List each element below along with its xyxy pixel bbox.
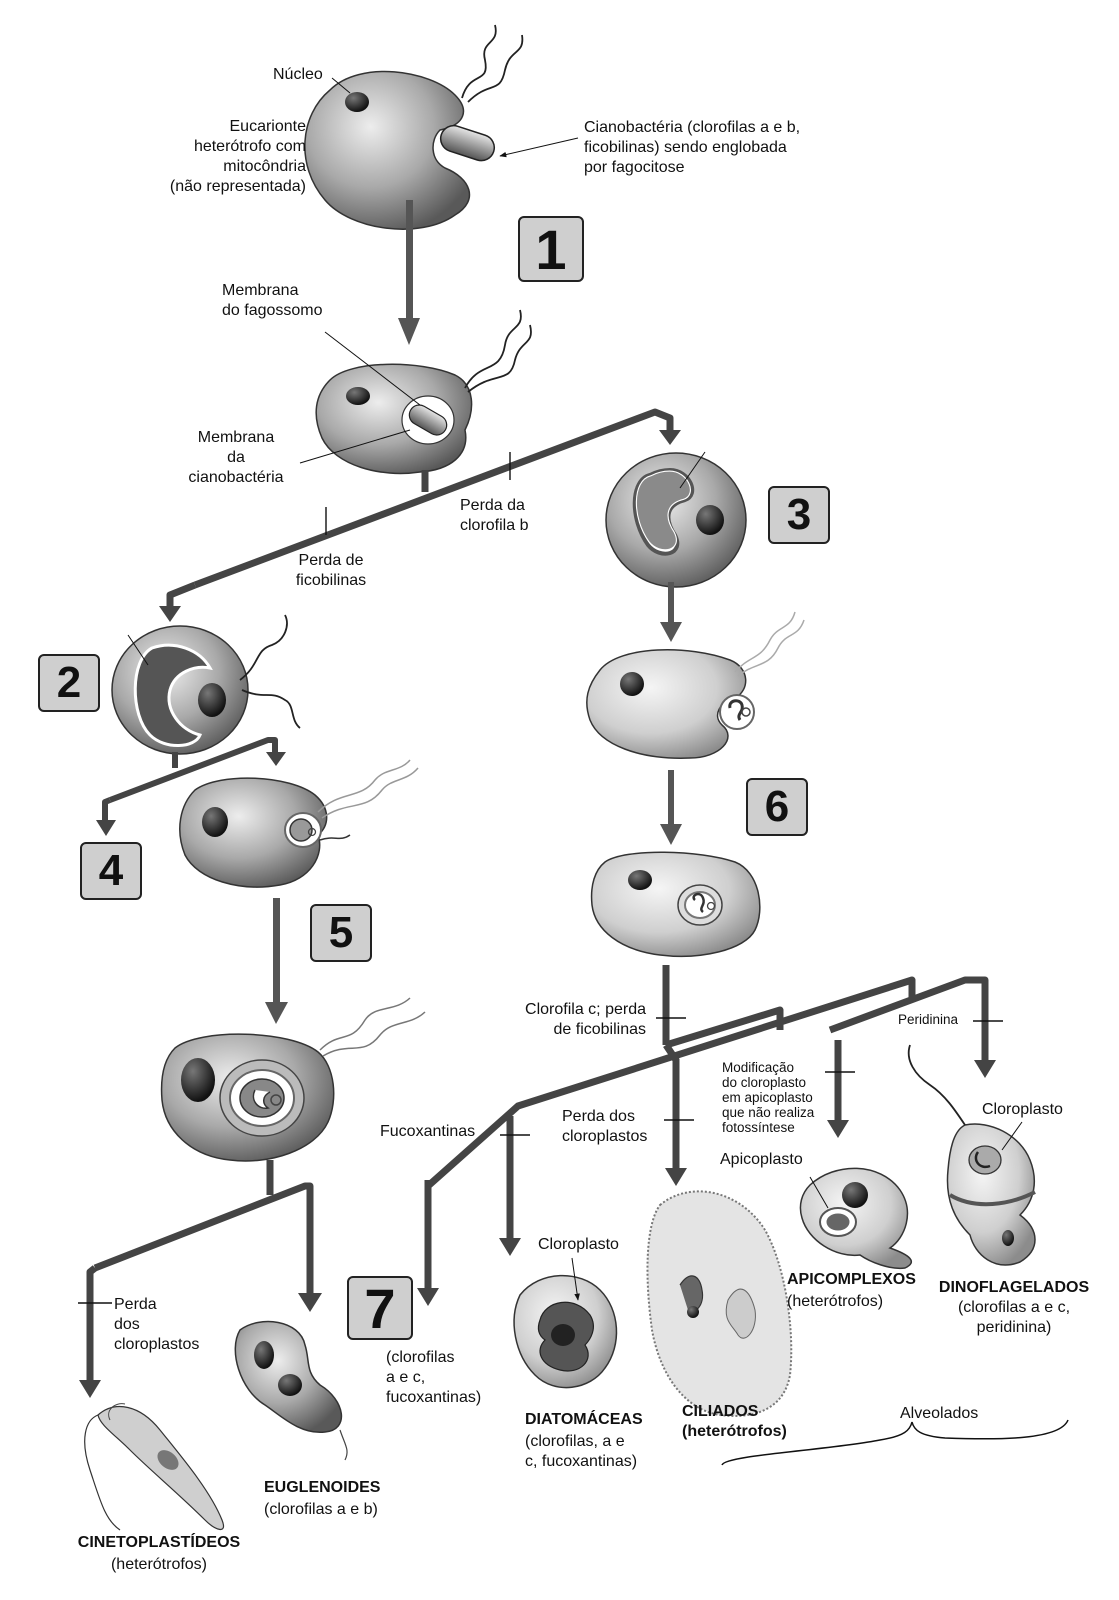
fucoxanthins-label: Fucoxantinas (380, 1123, 476, 1140)
cyanobacterium-icon (439, 124, 496, 162)
kinetoplastid-loss-label: Perda dos cloroplastos (114, 1296, 200, 1353)
peridinin-label: Peridinina (898, 1012, 959, 1027)
diatom-cell (513, 1257, 618, 1389)
apicomplexa-name: APICOMPLEXOS (787, 1271, 916, 1288)
stage-number-3: 3 (768, 486, 830, 544)
ciliates-note: (heterótrofos) (682, 1423, 787, 1440)
nucleus-label: Núcleo (273, 66, 323, 83)
cell-3b (586, 611, 805, 759)
alveolates-label: Alveolados (900, 1405, 979, 1422)
apicomplexa-note: (heterótrofos) (787, 1293, 884, 1310)
cell-6 (590, 851, 761, 958)
host-cell-1 (304, 24, 524, 230)
arrow-down-1 (398, 200, 420, 345)
kinetoplastids-name: CINETOPLASTÍDEOS (77, 1534, 241, 1551)
stage-number-5: 5 (310, 904, 372, 962)
cyanobacteria-membrane-label: Membrana da cianobactéria (188, 429, 284, 486)
loss-phycobilins-label: Perda de ficobilinas (295, 552, 367, 589)
branch-1 (166, 408, 674, 606)
euglenoid-cell (234, 1320, 348, 1461)
stage-number-2: 2 (38, 654, 100, 712)
diatoms-name: DIATOMÁCEAS (525, 1411, 643, 1428)
phagosome-membrane-label: Membrana do fagossomo (222, 282, 323, 319)
stage-number-7: 7 (347, 1276, 413, 1340)
stage-number-4: 4 (80, 842, 142, 900)
apicomplexan-cell (799, 1167, 912, 1270)
euglenoids-pigments: (clorofilas a e b) (264, 1501, 378, 1518)
nucleus-icon (345, 92, 369, 112)
cyanobacteria-label: Cianobactéria (clorofilas a e b, ficobil… (584, 119, 801, 176)
euglenoids-name: EUGLENOIDES (264, 1479, 381, 1496)
dinoflagellates-name: DINOFLAGELADOS (938, 1279, 1090, 1296)
diatoms-pigments: (clorofilas, a e c, fucoxantinas) (525, 1433, 638, 1470)
cell-3 (605, 451, 747, 588)
alveolates-brace (721, 1419, 1069, 1466)
ciliates-name: CILIADOS (682, 1403, 759, 1420)
kinetoplastid-cell (84, 1403, 225, 1531)
group-7-pigments: (clorofilas a e c, fucoxantinas) (386, 1349, 482, 1406)
dinoflagellates-pigments: (clorofilas a e c, peridinina) (957, 1299, 1071, 1336)
kinetoplastids-note: (heterótrofos) (110, 1556, 208, 1573)
cell-5 (160, 997, 426, 1162)
diatom-chloroplast-label: Cloroplasto (538, 1236, 619, 1253)
apicoplast-modification-label: Modificação do cloroplasto em apicoplast… (722, 1060, 815, 1135)
loss-chloroplasts-label: Perda dos cloroplastos (562, 1108, 648, 1145)
dinoflagellate-chloroplast-label: Cloroplasto (982, 1101, 1063, 1118)
cell-2b (179, 759, 419, 888)
dinoflagellate-cell (907, 1044, 1036, 1266)
cell-2 (111, 614, 301, 755)
loss-chlorophyll-b-label: Perda da clorofila b (460, 497, 529, 534)
host-cell-label: Eucarionte heterótrofo com mitocôndria (… (169, 118, 306, 195)
chlorophyll-c-label: Clorofila c; perda de ficobilinas (525, 1001, 646, 1038)
apicoplast-label: Apicoplasto (720, 1151, 803, 1168)
stage-number-1: 1 (518, 216, 584, 282)
ciliate-cell (646, 1190, 793, 1417)
stage-number-6: 6 (746, 778, 808, 836)
